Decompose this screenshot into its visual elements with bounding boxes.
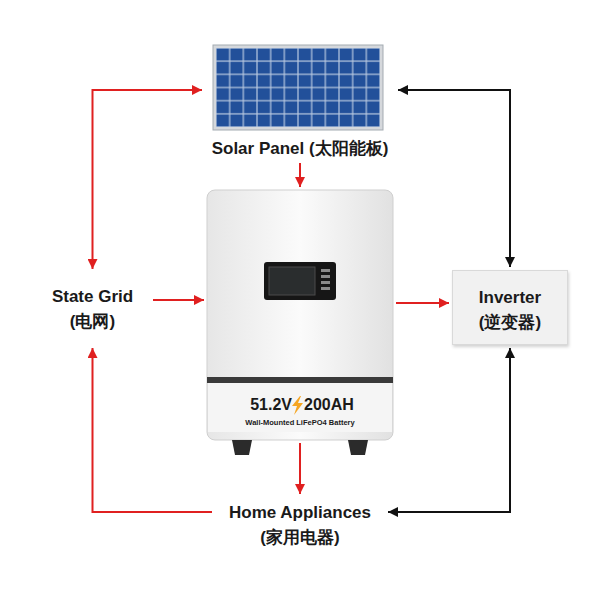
flow-arrow (93, 348, 213, 512)
battery-foot (232, 440, 252, 455)
battery-button (321, 269, 330, 272)
node-label: Inverter (逆变器) (453, 285, 567, 335)
appliance-label: Home Appliances (家用电器) (215, 497, 385, 552)
flow-arrow (93, 90, 203, 269)
node-label: Solar Panel (太阳能板) (212, 138, 389, 160)
battery-button (321, 275, 330, 278)
battery-button (321, 287, 330, 290)
battery-button (321, 281, 330, 284)
grid-label: State Grid (电网) (35, 272, 150, 345)
battery-voltage: 51.2V (250, 395, 292, 415)
battery-lcd (269, 267, 315, 295)
node-label: Home Appliances (家用电器) (215, 500, 385, 550)
panel-frame (213, 45, 383, 130)
flow-arrow (299, 163, 301, 187)
panel-cells (216, 48, 380, 127)
flow-arrow (299, 443, 301, 494)
battery-capacity: 200AH (304, 395, 354, 415)
battery-model: Wall-Mounted LiFePO4 Battery (207, 418, 393, 428)
flow-arrow (398, 90, 510, 267)
flow-arrow (388, 348, 510, 512)
node-label: State Grid (电网) (35, 284, 150, 334)
battery-band (207, 377, 393, 383)
inverter-box: Inverter (逆变器) (452, 270, 568, 345)
battery-body (207, 190, 393, 440)
solar-panel: Solar Panel (太阳能板) (205, 42, 395, 160)
flow-arrow (396, 302, 449, 304)
battery-foot (348, 440, 368, 455)
battery-lower-panel (208, 383, 392, 432)
lightning-symbol (292, 396, 303, 415)
battery-screen-bezel (264, 262, 336, 300)
battery-unit: 51.2V 200AH Wall-Mounted LiFePO4 Battery (207, 190, 393, 440)
flow-arrow (153, 299, 204, 301)
